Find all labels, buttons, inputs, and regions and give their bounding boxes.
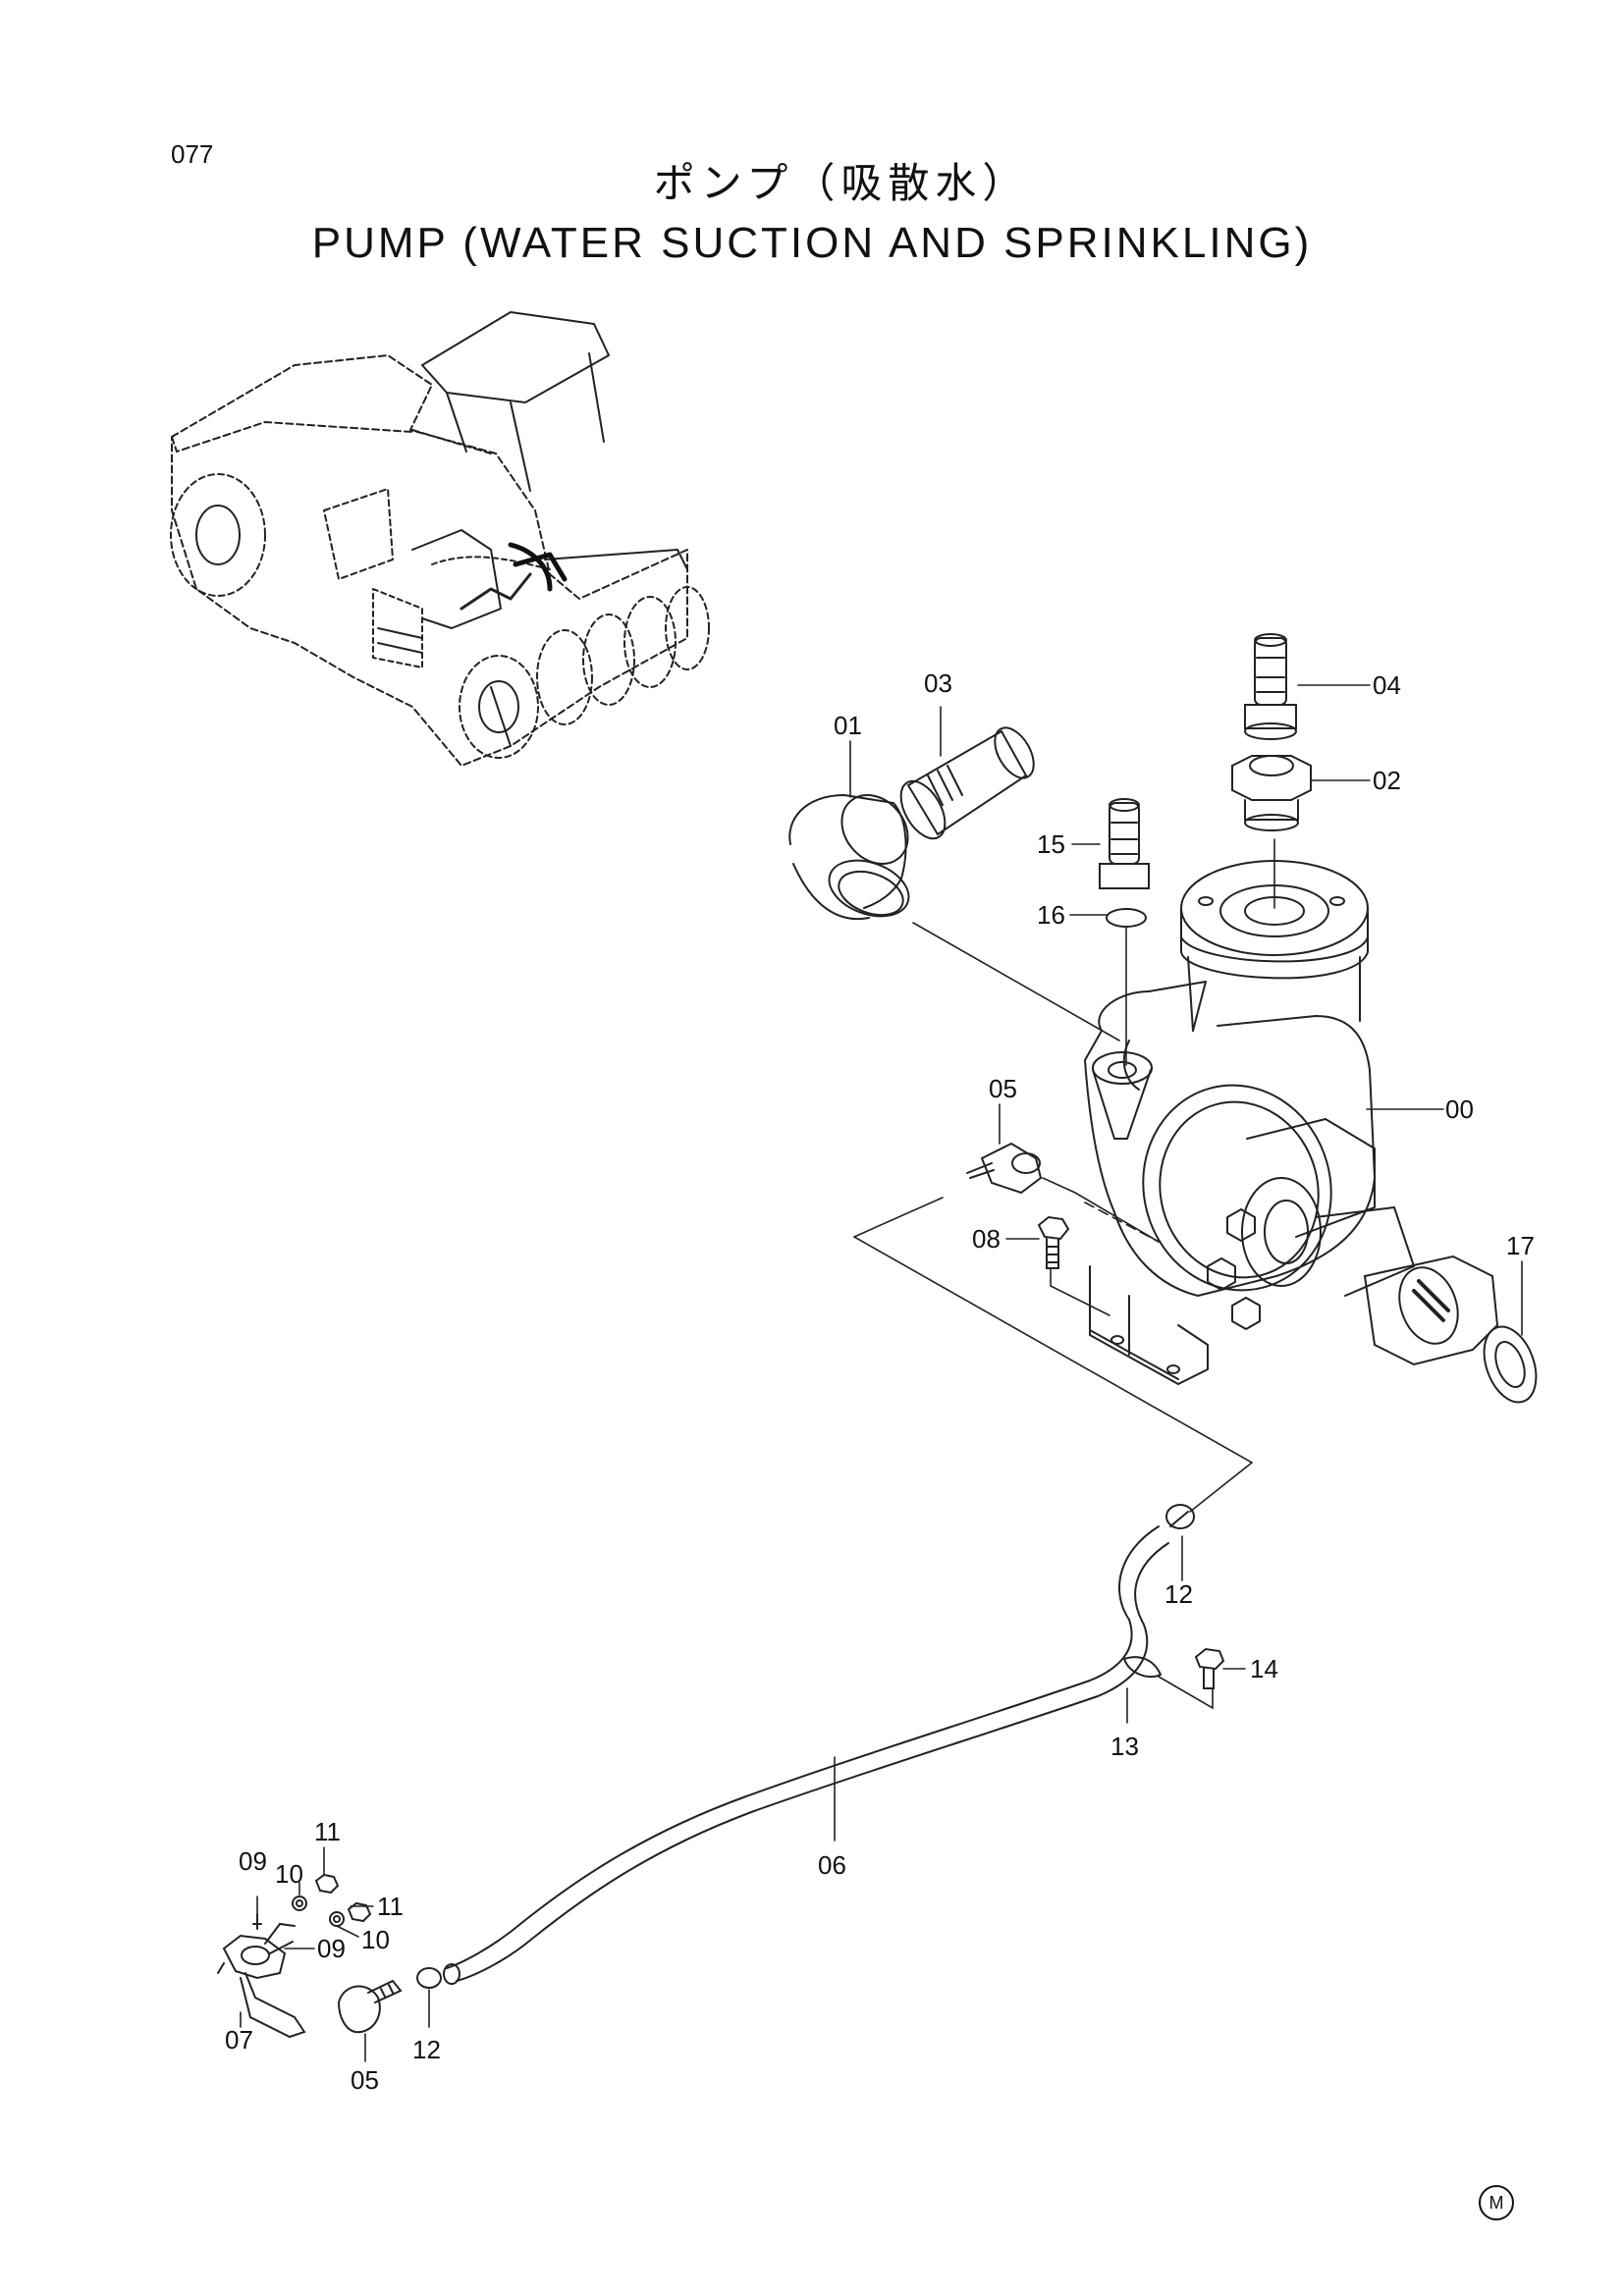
part-label: 05	[351, 2065, 379, 2095]
part-label: 03	[924, 668, 952, 698]
valve-assembly-drawing	[217, 1873, 403, 2039]
part-label: 11	[377, 1892, 404, 1921]
part-label: 01	[834, 711, 862, 740]
part-label: 00	[1445, 1095, 1474, 1124]
title-english: PUMP (WATER SUCTION AND SPRINKLING)	[311, 219, 1313, 267]
part-label: 05	[989, 1074, 1017, 1103]
fitting-15-drawing	[1099, 798, 1150, 889]
pump-body-00-drawing	[1084, 860, 1415, 1385]
o-ring-16-drawing	[1106, 908, 1147, 928]
part-label: 06	[818, 1850, 846, 1880]
manufacturer-mark: M	[1479, 2185, 1514, 2220]
part-label: 11	[314, 1817, 341, 1846]
part-label: 10	[361, 1925, 390, 1954]
part-label: 16	[1037, 900, 1065, 930]
part-label: 17	[1506, 1231, 1535, 1260]
part-label: 15	[1037, 829, 1065, 859]
part-label: 13	[1110, 1732, 1139, 1761]
title-japanese: ポンプ（吸散水）	[653, 159, 1030, 207]
part-label: 12	[412, 2035, 441, 2064]
leader-lines	[240, 684, 1523, 2062]
bolt-08-drawing	[1037, 1215, 1070, 1269]
nipple-03-drawing	[899, 726, 1035, 840]
part-label: 04	[1373, 670, 1401, 700]
fitting-04-drawing	[1244, 633, 1297, 740]
part-label: 08	[972, 1224, 1001, 1254]
elbow-05-upper-drawing	[966, 1142, 1043, 1195]
part-label: 09	[317, 1934, 346, 1963]
bushing-02-drawing	[1231, 755, 1312, 831]
elbow-01-drawing	[788, 793, 910, 921]
title-block: ポンプ（吸散水） PUMP (WATER SUCTION AND SPRINKL…	[0, 157, 1624, 271]
machine-overview-illustration	[170, 311, 710, 767]
hose-06-drawing	[416, 1504, 1225, 1989]
part-labels: 01 03 04 02 15 16 05 00 08 17 12 14 13 0…	[225, 668, 1535, 2095]
part-label: 02	[1373, 766, 1401, 795]
part-label: 10	[275, 1859, 303, 1889]
part-label: 09	[239, 1846, 267, 1876]
part-label: 07	[225, 2025, 253, 2055]
coupling-17-drawing	[1363, 1255, 1538, 1404]
page-number: 077	[171, 139, 214, 169]
part-label: 12	[1164, 1579, 1193, 1609]
part-label: 14	[1250, 1654, 1278, 1683]
